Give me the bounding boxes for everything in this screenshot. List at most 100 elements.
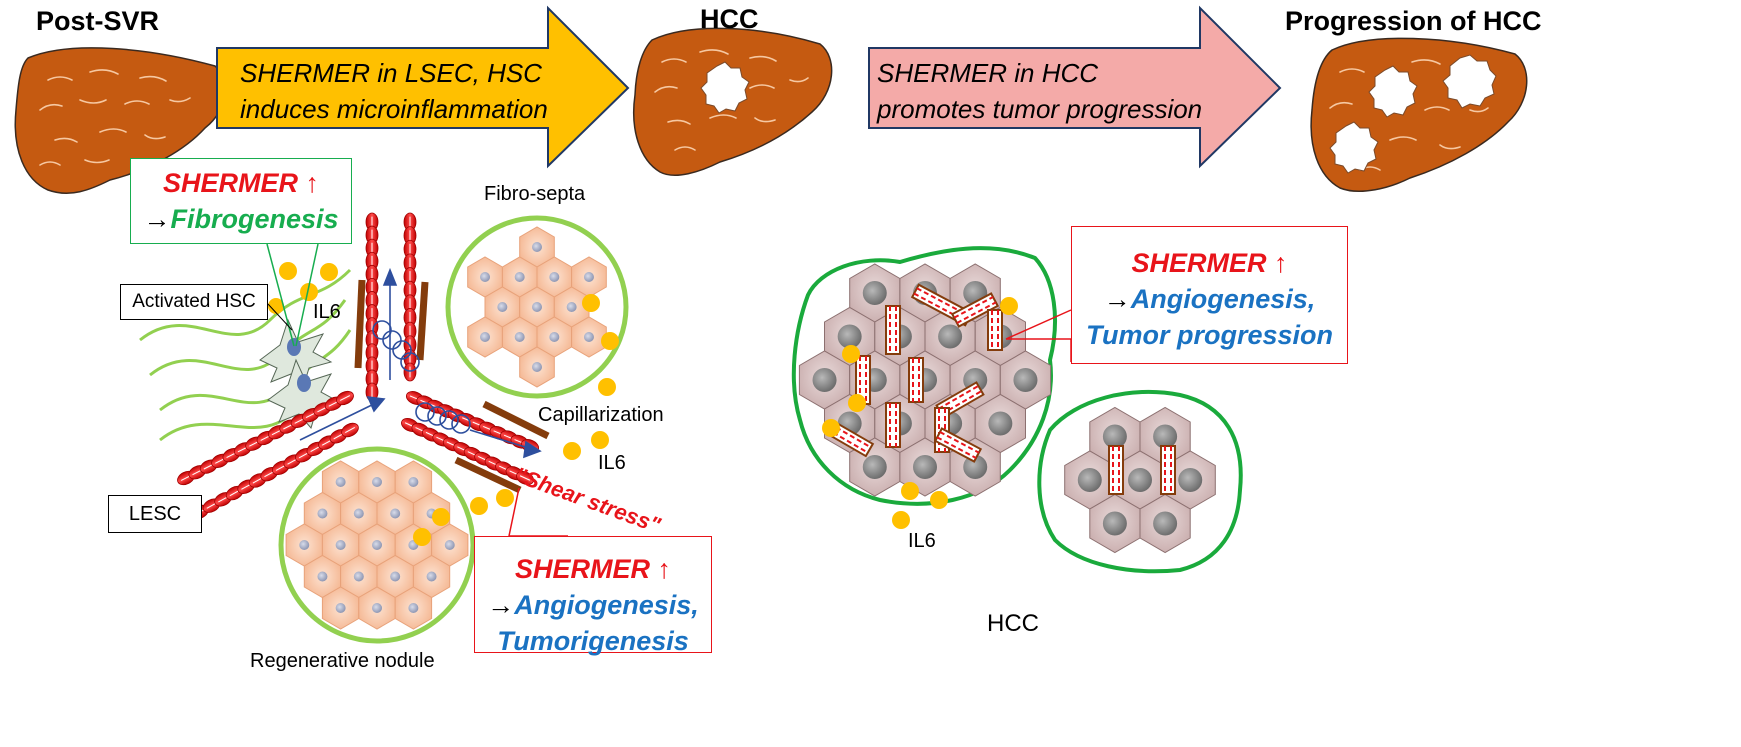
tumor-capillary bbox=[908, 357, 924, 403]
cell-nucleus bbox=[335, 603, 346, 613]
cell-nucleus bbox=[812, 368, 837, 392]
cell-nucleus bbox=[390, 571, 401, 582]
callout-angio-right-effect1: Angiogenesis, bbox=[1130, 284, 1316, 314]
rbc-highlight bbox=[206, 502, 217, 509]
rbc-highlight bbox=[264, 471, 275, 478]
cell-nucleus bbox=[1077, 468, 1102, 492]
cell-nucleus bbox=[862, 281, 887, 305]
cell-nucleus bbox=[317, 508, 328, 519]
cell-nucleus bbox=[408, 477, 419, 487]
il6-dots-left bbox=[268, 262, 619, 546]
up-arrow-icon: ↑ bbox=[305, 168, 320, 198]
arrow-left-line1: SHERMER in LSEC, HSC bbox=[240, 58, 542, 88]
cell-nucleus bbox=[1153, 511, 1178, 536]
arrow-right-line2: promotes tumor progression bbox=[877, 94, 1203, 124]
callout-angio-left-effect2: Tumorigenesis bbox=[497, 626, 689, 656]
stage-post-svr: Post-SVR bbox=[36, 6, 160, 36]
rbc-highlight bbox=[345, 426, 355, 434]
rbc-highlight bbox=[252, 477, 263, 484]
label-fibro-septa: Fibro-septa bbox=[484, 183, 586, 205]
regenerative-hepatocytes bbox=[285, 460, 469, 630]
tumor-capillary bbox=[933, 427, 983, 463]
tumor-capillary bbox=[987, 309, 1003, 351]
arrow-right bbox=[868, 5, 1282, 169]
cell-nucleus bbox=[583, 332, 594, 342]
arrow-left-text: SHERMER in LSEC, HSC induces microinflam… bbox=[240, 55, 548, 127]
rbc-highlight bbox=[321, 439, 332, 446]
callout-fibro-effect: Fibrogenesis bbox=[170, 204, 339, 234]
tumor-capillary bbox=[1160, 445, 1176, 495]
cell-nucleus bbox=[497, 302, 508, 312]
label-capillarization: Capillarization bbox=[538, 404, 664, 426]
right-arrow-icon: → bbox=[487, 590, 515, 620]
cell-nucleus bbox=[549, 332, 560, 342]
cell-nucleus bbox=[1102, 424, 1127, 449]
callout-angio-left-effect1: Angiogenesis, bbox=[514, 590, 699, 620]
fibro-septa-hepatocytes bbox=[467, 226, 607, 388]
rbc-highlight bbox=[298, 452, 309, 459]
callout-angio-right-effect2: Tumor progression bbox=[1085, 320, 1334, 350]
flow-swirls bbox=[299, 267, 542, 459]
cell-nucleus bbox=[317, 571, 328, 582]
cell-nucleus bbox=[913, 455, 937, 479]
callout-fibro-gene: SHERMER bbox=[162, 168, 298, 198]
label-hcc-bottom: HCC bbox=[987, 610, 1039, 637]
callout-angio-right: SHERMER ↑ →Angiogenesis, Tumor progressi… bbox=[1071, 226, 1348, 364]
cell-nucleus bbox=[335, 540, 346, 550]
cell-nucleus bbox=[532, 362, 542, 372]
cell-nucleus bbox=[299, 540, 310, 550]
tumor-vessels bbox=[829, 283, 1176, 495]
cell-nucleus bbox=[514, 332, 525, 342]
tumor-capillary bbox=[1108, 445, 1124, 495]
rbc-highlight bbox=[519, 475, 531, 481]
rbc-highlight bbox=[333, 433, 344, 440]
label-regenerative-nodule: Regenerative nodule bbox=[250, 650, 435, 672]
il6-dots-right bbox=[822, 297, 1018, 529]
cell-nucleus bbox=[963, 455, 988, 479]
cell-nucleus bbox=[938, 324, 963, 349]
right-arrow-icon: → bbox=[1103, 284, 1131, 314]
cell-nucleus bbox=[566, 302, 577, 312]
label-lesc: LESC bbox=[108, 495, 202, 533]
cell-nucleus bbox=[390, 508, 401, 519]
tumor-cells-large bbox=[798, 263, 1052, 497]
callout-fibrogenesis: SHERMER ↑ →Fibrogenesis bbox=[130, 158, 352, 244]
callout-angio-left-gene: SHERMER bbox=[514, 554, 650, 584]
tumor-cells-small bbox=[1064, 406, 1216, 554]
label-il6-a: IL6 bbox=[313, 301, 341, 323]
label-il6-b: IL6 bbox=[598, 452, 626, 474]
cell-nucleus bbox=[480, 272, 491, 282]
right-arrow-icon: → bbox=[143, 204, 171, 234]
cell-nucleus bbox=[372, 540, 382, 550]
hsc-label-leader bbox=[267, 303, 293, 331]
label-activated-hsc: Activated HSC bbox=[120, 284, 268, 320]
cell-nucleus bbox=[988, 411, 1013, 436]
cell-nucleus bbox=[372, 477, 382, 487]
cell-nucleus bbox=[583, 272, 594, 282]
liver-post-svr bbox=[14, 47, 227, 194]
rbc-highlight bbox=[339, 395, 351, 401]
cell-nucleus bbox=[862, 455, 887, 479]
cell-nucleus bbox=[532, 302, 542, 312]
cell-nucleus bbox=[372, 603, 382, 613]
cell-nucleus bbox=[514, 272, 525, 282]
rbc-highlight bbox=[287, 458, 298, 465]
tumor-capillary bbox=[885, 305, 901, 355]
cell-nucleus bbox=[549, 272, 560, 282]
cell-nucleus bbox=[1013, 368, 1038, 392]
up-arrow-icon: ↑ bbox=[1274, 248, 1288, 278]
rbc-highlight bbox=[218, 496, 229, 503]
arrow-right-text: SHERMER in HCC promotes tumor progressio… bbox=[877, 55, 1202, 127]
tumor-capillary bbox=[885, 402, 901, 448]
cell-nucleus bbox=[1128, 468, 1152, 492]
cell-nucleus bbox=[408, 603, 419, 613]
cell-nucleus bbox=[1153, 424, 1178, 449]
callout-angio-left: SHERMER ↑ →Angiogenesis, Tumorigenesis bbox=[474, 536, 712, 656]
rbc-highlight bbox=[241, 483, 252, 490]
cell-nucleus bbox=[480, 332, 491, 342]
up-arrow-icon: ↑ bbox=[657, 554, 672, 584]
rbc-highlight bbox=[275, 464, 286, 471]
stage-progression: Progression of HCC bbox=[1285, 6, 1542, 36]
cell-nucleus bbox=[335, 477, 346, 487]
liver-progression bbox=[1310, 37, 1528, 192]
